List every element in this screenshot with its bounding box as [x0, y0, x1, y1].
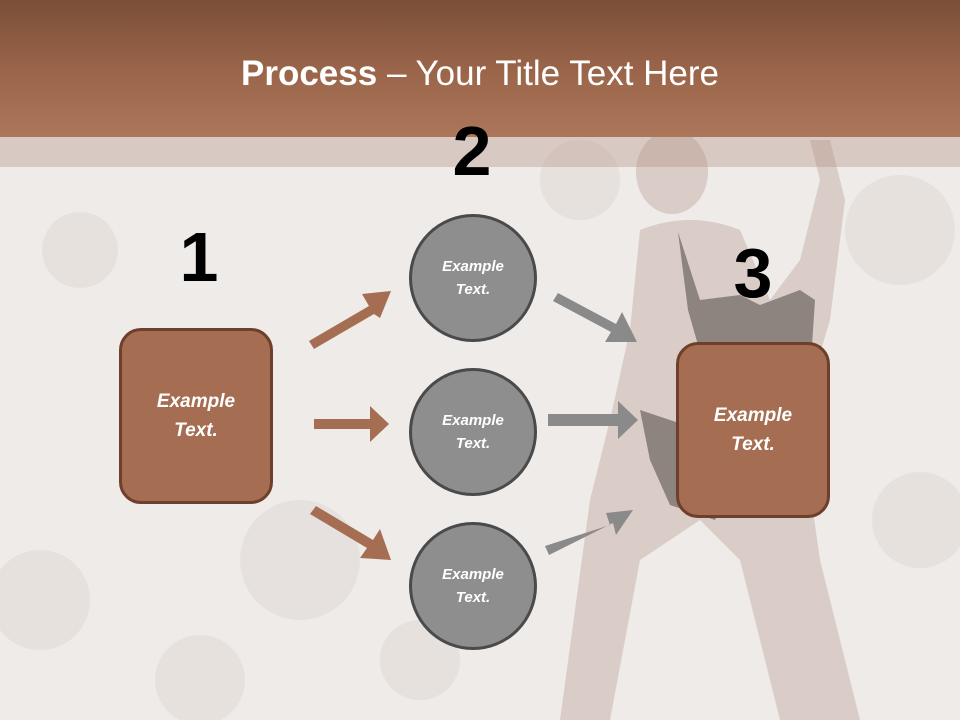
title-bar-strip [0, 137, 960, 167]
title-bold: Process [241, 54, 378, 93]
end-box: Example Text. [676, 342, 830, 518]
gray-arrows [545, 293, 638, 555]
arrow-from-circle-3 [545, 510, 633, 555]
step-number-1: 1 [179, 218, 219, 296]
arrow-from-circle-2 [548, 401, 638, 439]
page-title: Process – Your Title Text Here [0, 52, 960, 96]
step-circle-3: Example Text. [409, 522, 537, 650]
title-bar [0, 0, 960, 137]
start-box: Example Text. [119, 328, 273, 504]
title-rest: – Your Title Text Here [377, 54, 719, 93]
arrow-from-circle-1 [553, 293, 637, 342]
step-circle-2: Example Text. [409, 368, 537, 496]
step-number-3: 3 [733, 234, 773, 312]
brown-arrows [309, 291, 391, 560]
arrow-to-circle-3 [310, 506, 391, 560]
arrow-to-circle-1 [309, 291, 391, 349]
arrow-to-circle-2 [314, 406, 389, 442]
step-number-2: 2 [452, 112, 492, 190]
step-circle-1: Example Text. [409, 214, 537, 342]
